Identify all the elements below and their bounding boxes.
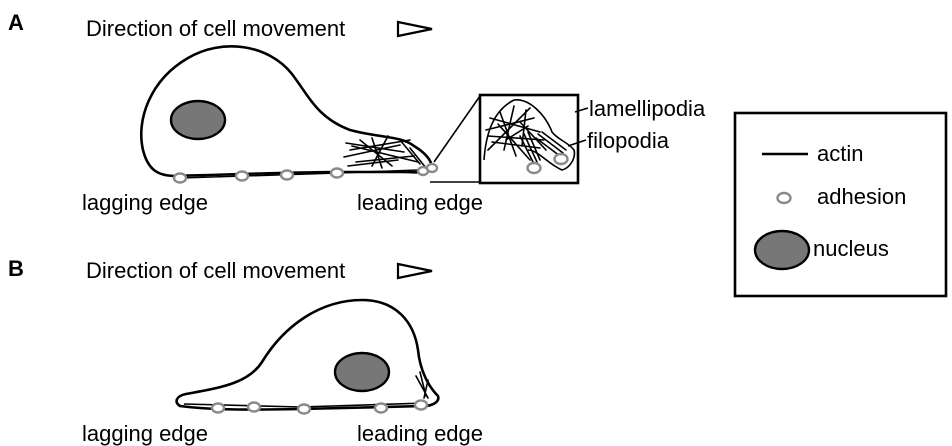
adhesion-icon [212, 404, 224, 413]
panel-a-lagging-label: lagging edge [82, 190, 208, 215]
legend-nucleus-label: nucleus [813, 236, 889, 261]
nucleus-ellipse-icon [755, 231, 809, 269]
adhesion-circle-icon [778, 193, 791, 203]
zoom-line-top [434, 96, 480, 162]
cell-a-nucleus [171, 101, 225, 139]
panel-b-leading-label: leading edge [357, 421, 483, 446]
panel-b-lagging-label: lagging edge [82, 421, 208, 446]
panel-a-leading-label: leading edge [357, 190, 483, 215]
adhesion-icon [375, 404, 387, 413]
adhesion-icon [331, 169, 343, 178]
legend-actin-label: actin [817, 141, 863, 166]
cell-b-outline [177, 300, 439, 410]
leading-edge-inset [480, 95, 578, 183]
adhesion-icon [298, 405, 310, 414]
lamellipodia-label: lamellipodia [589, 96, 706, 121]
panel-b-direction-label: Direction of cell movement [86, 258, 345, 283]
adhesion-icon [236, 172, 248, 181]
adhesion-icon [528, 163, 541, 173]
panel-b: B Direction of cell movement lagging edg… [8, 256, 483, 446]
adhesion-icon [248, 403, 260, 412]
adhesion-icon [415, 401, 427, 410]
panel-a-letter: A [8, 10, 24, 35]
adhesion-icon [427, 164, 437, 172]
legend: actin adhesion nucleus [735, 113, 946, 296]
adhesion-icon [281, 171, 293, 180]
panel-b-letter: B [8, 256, 24, 281]
adhesion-icon [174, 174, 186, 183]
direction-arrow-icon [398, 264, 432, 278]
panel-a-direction-label: Direction of cell movement [86, 16, 345, 41]
filopodia-label: filopodia [587, 128, 670, 153]
direction-arrow-icon [398, 22, 432, 36]
legend-adhesion-label: adhesion [817, 184, 906, 209]
panel-a: A Direction of cell movement [8, 10, 706, 215]
cell-b-nucleus [335, 353, 389, 391]
adhesion-icon [555, 154, 568, 164]
